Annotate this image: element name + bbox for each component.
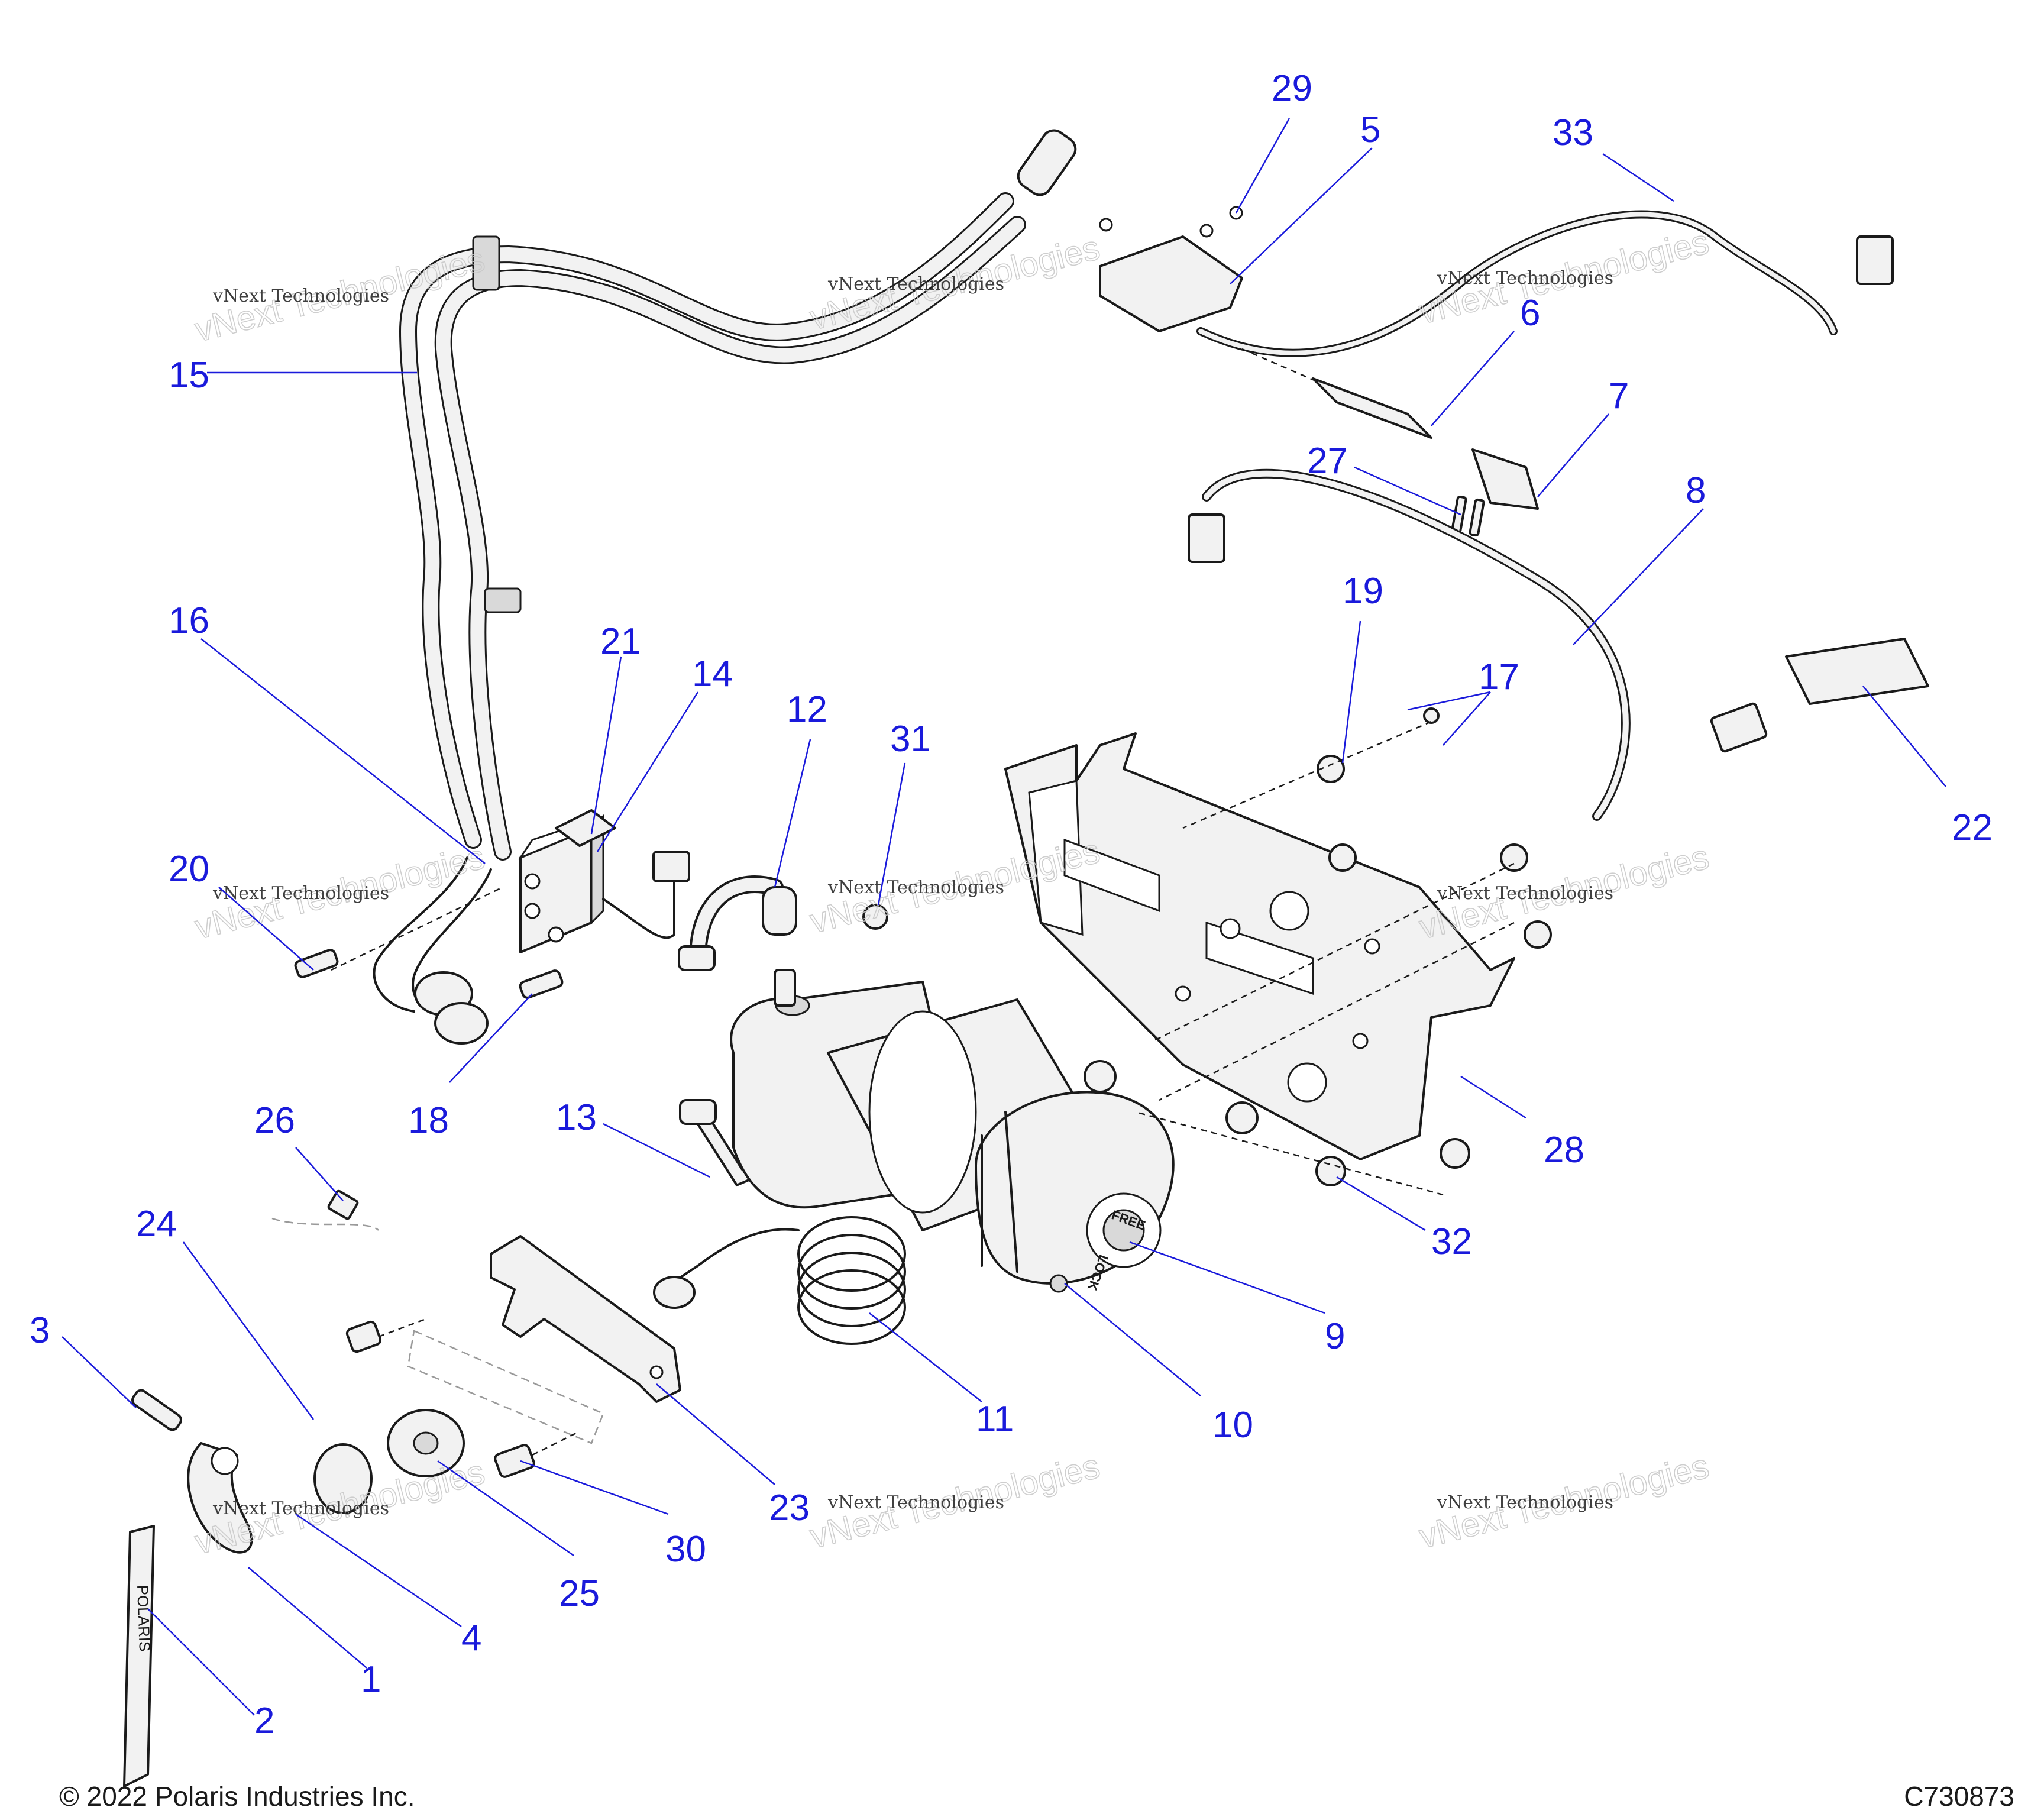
- callout-12: 12: [787, 689, 827, 730]
- part-fairlead: [313, 1235, 681, 1514]
- callout-9: 9: [1325, 1316, 1345, 1357]
- callout-32: 32: [1431, 1221, 1472, 1262]
- leader-12: [774, 739, 811, 888]
- svg-text:vNext Technologies: vNext Technologies: [1437, 883, 1613, 904]
- callout-27: 27: [1307, 441, 1348, 481]
- leader-2: [147, 1608, 255, 1716]
- callout-17: 17: [1479, 657, 1519, 697]
- callout-11: 11: [976, 1399, 1014, 1440]
- leader-11: [869, 1312, 982, 1402]
- callout-31: 31: [890, 719, 931, 759]
- leader-9: [1129, 1241, 1325, 1314]
- callout-30: 30: [665, 1529, 706, 1570]
- leader-18: [449, 993, 533, 1083]
- leader-24: [182, 1241, 315, 1420]
- callout-19: 19: [1343, 571, 1383, 612]
- leader-7: [1537, 413, 1609, 497]
- callout-2: 2: [254, 1700, 274, 1741]
- part-hook: POLARIS: [123, 1189, 379, 1787]
- part-winch-assembly: FREE LOCK: [730, 969, 1175, 1293]
- svg-text:vNext Technologies: vNext Technologies: [212, 286, 389, 306]
- watermark: vNext Technologies vNext Technologies: [1415, 837, 1713, 947]
- svg-text:vNext Technologies: vNext Technologies: [1437, 1492, 1613, 1513]
- part-mounting-plate: [1004, 732, 1515, 1160]
- part-wire-rope: [653, 1216, 906, 1345]
- leader-28: [1460, 1075, 1526, 1119]
- part-switch-housing: [1099, 206, 1929, 821]
- watermark: vNext Technologies vNext Technologies: [1415, 222, 1713, 332]
- callout-3: 3: [30, 1310, 50, 1351]
- svg-text:vNext Technologies: vNext Technologies: [827, 877, 1004, 898]
- copyright-notice: © 2022 Polaris Industries Inc.: [59, 1781, 415, 1812]
- leader-17b: [1443, 691, 1491, 746]
- callout-25: 25: [559, 1573, 600, 1614]
- leader-19: [1341, 620, 1361, 764]
- callout-4: 4: [461, 1618, 481, 1658]
- callout-22: 22: [1952, 807, 1993, 848]
- leader-16: [200, 638, 486, 864]
- callout-18: 18: [408, 1100, 449, 1141]
- watermark: vNext Technologies vNext Technologies: [1415, 1446, 1713, 1556]
- leader-33: [1602, 153, 1674, 202]
- leader-21: [590, 656, 622, 835]
- svg-text:vNext Technologies: vNext Technologies: [1437, 268, 1613, 289]
- part-cable-boot: [678, 875, 797, 971]
- leader-31: [877, 762, 906, 906]
- leader-20: [218, 887, 314, 971]
- drawing-id: C730873: [1904, 1781, 2014, 1812]
- callout-24: 24: [136, 1204, 177, 1244]
- callout-5: 5: [1360, 109, 1380, 150]
- leader-25: [437, 1460, 574, 1557]
- callout-28: 28: [1544, 1130, 1584, 1171]
- leader-1: [248, 1567, 367, 1669]
- leader-8: [1573, 508, 1704, 645]
- leader-lines: [62, 118, 1946, 1716]
- leader-10: [1064, 1283, 1201, 1396]
- callout-23: 23: [769, 1488, 810, 1528]
- svg-text:vNext Technologies: vNext Technologies: [827, 274, 1004, 295]
- parts-illustration: FREE LOCK: [123, 129, 1929, 1787]
- leader-30: [520, 1460, 669, 1515]
- leader-22: [1862, 686, 1946, 787]
- callout-14: 14: [692, 654, 733, 694]
- callout-26: 26: [254, 1100, 295, 1141]
- leader-23: [656, 1383, 775, 1485]
- leader-17a: [1407, 691, 1491, 711]
- callout-1: 1: [361, 1659, 381, 1700]
- callout-15: 15: [169, 355, 209, 396]
- callout-16: 16: [169, 600, 209, 641]
- svg-text:vNext Technologies: vNext Technologies: [212, 883, 389, 904]
- leader-5: [1230, 147, 1373, 284]
- callout-29: 29: [1272, 68, 1312, 109]
- watermark: vNext Technologies vNext Technologies: [806, 1446, 1104, 1556]
- leader-6: [1431, 331, 1515, 426]
- callout-33: 33: [1553, 112, 1593, 153]
- part-battery-cables: [373, 129, 1077, 1045]
- callout-20: 20: [169, 849, 209, 890]
- leader-3: [62, 1336, 137, 1408]
- callout-8: 8: [1686, 470, 1706, 511]
- leader-26: [295, 1147, 344, 1201]
- callout-10: 10: [1212, 1405, 1253, 1446]
- callout-21: 21: [600, 621, 641, 662]
- leader-27: [1354, 466, 1461, 516]
- part-contactor: [518, 809, 690, 953]
- callout-6: 6: [1520, 293, 1540, 334]
- leader-13: [603, 1123, 710, 1178]
- callout-13: 13: [556, 1097, 597, 1138]
- callout-7: 7: [1609, 376, 1629, 416]
- strap-text: POLARIS: [134, 1585, 154, 1652]
- leader-29: [1235, 118, 1291, 214]
- leader-32: [1336, 1176, 1426, 1231]
- leader-14: [596, 691, 699, 852]
- callouts: 1 2 3 4 5 6 7 8 9 10 11 12 13 14 15 16 1…: [30, 68, 1993, 1741]
- svg-text:vNext Technologies: vNext Technologies: [212, 1498, 389, 1519]
- svg-text:vNext Technologies: vNext Technologies: [827, 1492, 1004, 1513]
- leader-4: [295, 1513, 462, 1628]
